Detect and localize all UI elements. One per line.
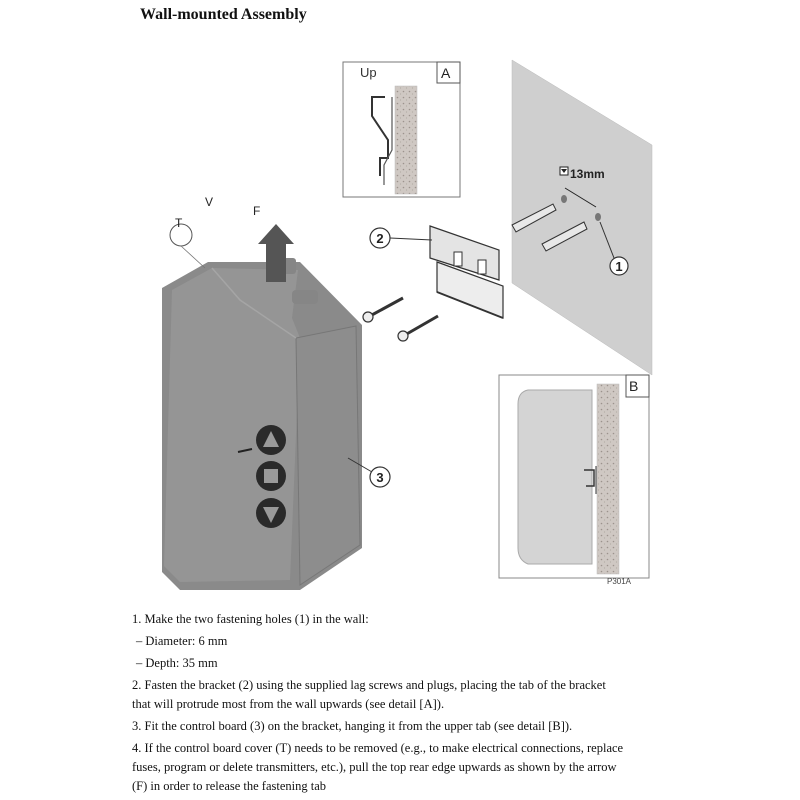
assembly-diagram: A Up 13mm 1 2 xyxy=(162,59,653,590)
callout-bracket: 2 xyxy=(369,227,433,249)
page-title: Wall-mounted Assembly xyxy=(140,6,307,23)
step-4-line-3: (F) in order to release the fastening ta… xyxy=(132,779,327,793)
lag-screws xyxy=(362,296,439,342)
step-2-line-2: that will protrude most from the wall up… xyxy=(132,697,445,711)
detail-a: A Up xyxy=(342,61,461,198)
fastening-holes: 13mm xyxy=(559,166,605,221)
step-2-line-1: 2. Fasten the bracket (2) using the supp… xyxy=(132,678,606,692)
detail-b-letter: B xyxy=(629,378,638,394)
step-4-line-1: 4. If the control board cover (T) needs … xyxy=(132,741,624,755)
step-1-diameter: – Diameter: 6 mm xyxy=(136,634,228,648)
label-v: V xyxy=(205,195,213,209)
svg-text:2: 2 xyxy=(376,231,383,246)
detail-b-code: P301A xyxy=(607,577,632,586)
callout-holes: 1 xyxy=(599,221,629,276)
step-3: 3. Fit the control board (3) on the brac… xyxy=(132,719,573,733)
label-t: T xyxy=(175,216,183,230)
bracket xyxy=(429,225,504,319)
step-4-line-2: fuses, program or delete transmitters, e… xyxy=(132,760,617,774)
wall-plugs xyxy=(511,203,588,252)
callout-control-board: 3 xyxy=(347,457,391,488)
step-1: 1. Make the two fastening holes (1) in t… xyxy=(132,612,369,626)
svg-text:3: 3 xyxy=(376,470,383,485)
step-1-depth: – Depth: 35 mm xyxy=(136,656,218,670)
label-f: F xyxy=(253,204,260,218)
control-buttons xyxy=(256,425,286,528)
detail-b: B P301A xyxy=(498,374,650,586)
detail-a-up-label: Up xyxy=(360,65,377,80)
detail-a-letter: A xyxy=(441,65,451,81)
cover-labels: T V F xyxy=(169,195,260,269)
lift-arrow-icon xyxy=(258,224,294,282)
svg-text:1: 1 xyxy=(615,259,622,274)
control-board xyxy=(162,258,362,590)
wall xyxy=(511,59,653,376)
instructions: 1. Make the two fastening holes (1) in t… xyxy=(132,610,772,796)
dimension-label: 13mm xyxy=(570,167,605,181)
